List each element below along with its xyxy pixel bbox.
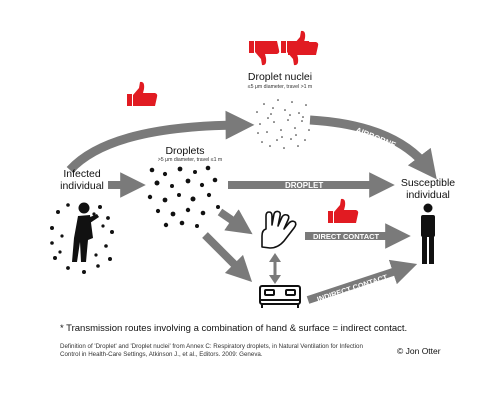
hand-surface-arrow-head-down	[269, 275, 281, 284]
source-citation: Definition of 'Droplet' and 'Droplet nuc…	[60, 343, 363, 358]
route-droplet: DROPLET	[285, 181, 323, 190]
footnote: * Transmission routes involving a combin…	[60, 323, 408, 334]
thumbs-up-icon	[127, 81, 158, 106]
thumbs-up-direct-icon	[328, 198, 359, 223]
label-droplet-nuclei-sub: ≤5 μm diameter, travel >1 m	[247, 84, 313, 90]
credit: © Jon Otter	[397, 346, 441, 356]
susceptible-person-icon	[421, 203, 435, 264]
hand-surface-arrow-head-up	[269, 253, 281, 262]
droplets-to-surface-arrow	[202, 232, 253, 283]
droplet-nuclei-cluster	[256, 99, 310, 149]
label-droplets-sub: >5 μm diameter, travel ≤1 m	[157, 157, 223, 163]
route-direct-contact: DIRECT CONTACT	[313, 232, 380, 241]
droplets-to-hand-arrow	[217, 208, 253, 235]
thumbs-down-icon	[249, 41, 280, 66]
droplets-cluster	[147, 165, 220, 228]
hand-icon	[261, 210, 297, 249]
route-indirect-contact: INDIRECT CONTACT	[316, 272, 389, 303]
label-susceptible-individual: Susceptible individual	[400, 177, 456, 201]
infected-person-icon	[72, 202, 99, 262]
label-infected-individual: Infected individual	[60, 168, 104, 192]
thumbs-up-icon-2	[288, 30, 319, 55]
label-droplets: Droplets	[165, 145, 205, 157]
indirect-contact-arrow	[306, 259, 418, 304]
airborne-arrow-left	[66, 110, 255, 174]
infected-spray-dots	[50, 203, 114, 274]
airborne-arrow-right	[309, 115, 437, 180]
bed-icon	[259, 285, 301, 308]
label-droplet-nuclei: Droplet nuclei	[247, 71, 313, 83]
